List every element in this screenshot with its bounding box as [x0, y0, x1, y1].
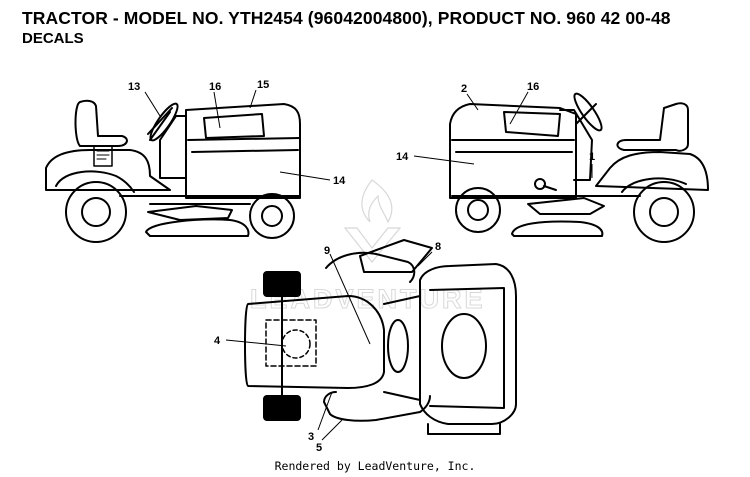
callout-2: 2: [461, 83, 467, 95]
callout-13: 13: [128, 81, 140, 93]
callout-3: 3: [308, 431, 314, 443]
leader-14-right: [413, 155, 475, 165]
leader-8: [417, 251, 433, 267]
leader-16-right: [509, 91, 529, 125]
callout-16-left: 16: [209, 81, 221, 93]
callout-4: 4: [214, 335, 221, 347]
leader-13: [144, 91, 161, 117]
callout-14-right: 14: [396, 151, 409, 163]
page-title: TRACTOR - MODEL NO. YTH2454 (96042004800…: [22, 8, 671, 28]
flame-logo: [361, 179, 393, 224]
callout-leaders: [144, 89, 593, 441]
leader-5: [321, 419, 343, 441]
callout-9: 9: [324, 245, 330, 257]
callout-16-right: 16: [527, 81, 539, 93]
footer-credit: Rendered by LeadVenture, Inc.: [274, 459, 476, 473]
tractor-right-side-view: [449, 92, 709, 243]
callout-1: 1: [589, 151, 595, 163]
tractor-top-view: [244, 239, 517, 435]
leader-4: [225, 339, 287, 347]
callout-8: 8: [435, 241, 441, 253]
leader-14-left: [279, 171, 331, 181]
page-subtitle: DECALS: [22, 30, 84, 47]
callout-5: 5: [316, 442, 322, 454]
callout-labels: 13 16 15 14 2 16 14 1 9 8 4 3 5: [128, 79, 595, 454]
leader-16-left: [213, 91, 221, 129]
tractor-left-side-view: [45, 99, 301, 243]
leader-15: [249, 89, 257, 109]
callout-15: 15: [257, 79, 269, 91]
leader-9: [329, 253, 371, 345]
leader-2: [466, 93, 479, 111]
leader-3: [317, 391, 333, 431]
callout-14-left: 14: [333, 175, 346, 187]
